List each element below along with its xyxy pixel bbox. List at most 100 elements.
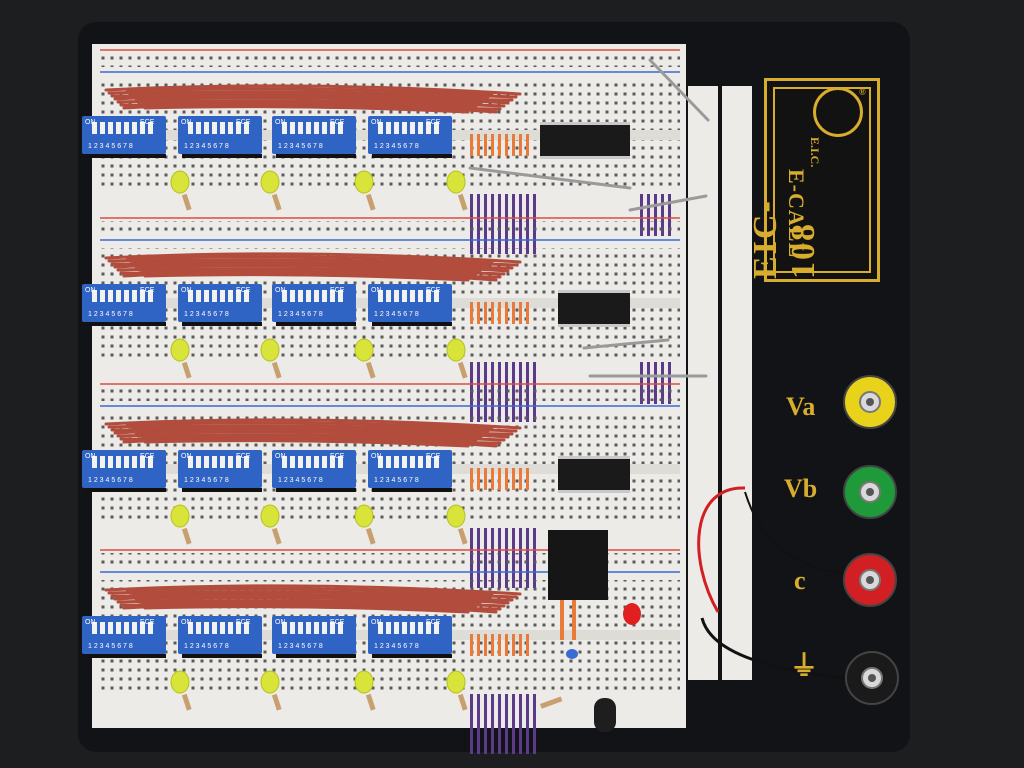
dip-on-label: ON <box>85 119 96 126</box>
purple-jumper <box>661 362 664 404</box>
dip-toggle <box>410 122 415 134</box>
dip-toggle <box>244 122 249 134</box>
jumper-wire <box>131 90 486 102</box>
black-wire <box>86 488 166 492</box>
dip-numbers: 1 2 3 4 5 6 7 8 <box>184 643 229 650</box>
led-red <box>623 603 641 625</box>
dip-toggle <box>314 290 319 302</box>
dip-on-label: ON <box>275 453 286 460</box>
purple-jumper <box>519 694 522 754</box>
dip-toggle <box>386 456 391 468</box>
purple-jumper <box>640 194 643 236</box>
dip-toggle <box>124 622 129 634</box>
black-wire <box>744 491 861 577</box>
dip-toggle <box>228 122 233 134</box>
ic-chip <box>558 458 630 492</box>
dip-toggle <box>204 456 209 468</box>
ceramic-capacitor <box>566 649 578 659</box>
regulator-lead <box>572 600 576 640</box>
orange-jumper <box>498 634 501 656</box>
dip-toggle <box>140 456 145 468</box>
dip-toggle <box>108 290 113 302</box>
orange-jumper <box>512 302 515 324</box>
banana-terminal <box>845 651 899 705</box>
dip-toggle <box>244 456 249 468</box>
orange-jumper <box>526 468 529 490</box>
dip-numbers: 1 2 3 4 5 6 7 8 <box>278 311 323 318</box>
dip-toggle <box>148 122 153 134</box>
dip-maker-mark: ECE <box>426 119 441 126</box>
dip-toggle <box>290 456 295 468</box>
resistor <box>457 527 468 545</box>
dip-toggle <box>426 122 431 134</box>
jumper-wire <box>134 430 482 439</box>
dip-maker-mark: ECE <box>236 619 251 626</box>
brand-name: E-CALL <box>784 169 809 259</box>
dip-toggle <box>92 622 97 634</box>
dip-on-label: ON <box>275 119 286 126</box>
dip-toggle <box>212 290 217 302</box>
dip-toggle <box>212 456 217 468</box>
dip-toggle <box>188 290 193 302</box>
rail-holes <box>100 387 680 401</box>
orange-jumper <box>491 634 494 656</box>
jumper-wire <box>125 587 494 596</box>
resistor <box>540 696 563 709</box>
heatsink <box>548 530 608 600</box>
resistor <box>365 361 376 379</box>
dip-maker-mark: ECE <box>426 287 441 294</box>
dip-toggle <box>378 622 383 634</box>
orange-jumper <box>498 468 501 490</box>
red-power-wire <box>697 486 746 613</box>
resistor <box>271 361 282 379</box>
dip-toggle <box>322 622 327 634</box>
dip-toggle <box>116 290 121 302</box>
company-mark: E.I.C. <box>808 137 822 168</box>
black-wire <box>182 488 262 492</box>
rail-holes <box>100 553 680 567</box>
dip-maker-mark: ECE <box>330 287 345 294</box>
orange-jumper <box>526 134 529 156</box>
dip-toggle <box>410 456 415 468</box>
dip-toggle <box>244 622 249 634</box>
dip-numbers: 1 2 3 4 5 6 7 8 <box>278 643 323 650</box>
dip-toggle <box>148 622 153 634</box>
dip-toggle <box>394 456 399 468</box>
orange-jumper <box>491 134 494 156</box>
orange-jumper <box>512 134 515 156</box>
dip-on-label: ON <box>371 619 382 626</box>
model-number: EIC-108 <box>747 199 822 279</box>
black-wire <box>276 488 356 492</box>
dip-toggle <box>338 622 343 634</box>
dip-toggle <box>228 456 233 468</box>
orange-jumper <box>491 302 494 324</box>
dip-toggle <box>338 456 343 468</box>
terminal-hole <box>866 576 874 584</box>
dip-numbers: 1 2 3 4 5 6 7 8 <box>184 477 229 484</box>
led-yellow <box>260 670 280 694</box>
dip-toggle <box>236 456 241 468</box>
led-yellow <box>170 670 190 694</box>
purple-jumper <box>654 194 657 236</box>
dip-toggle <box>92 290 97 302</box>
dip-toggle <box>282 456 287 468</box>
dip-toggle <box>386 290 391 302</box>
dip-toggle <box>386 622 391 634</box>
purple-jumper <box>477 694 480 754</box>
terminal-hole <box>866 398 874 406</box>
dip-toggle <box>188 622 193 634</box>
dip-toggle <box>108 456 113 468</box>
jumper-wire <box>134 264 482 273</box>
black-wire <box>372 322 452 326</box>
orange-jumper <box>477 468 480 490</box>
dip-toggle <box>244 290 249 302</box>
dip-toggle <box>290 622 295 634</box>
black-wire <box>86 322 166 326</box>
